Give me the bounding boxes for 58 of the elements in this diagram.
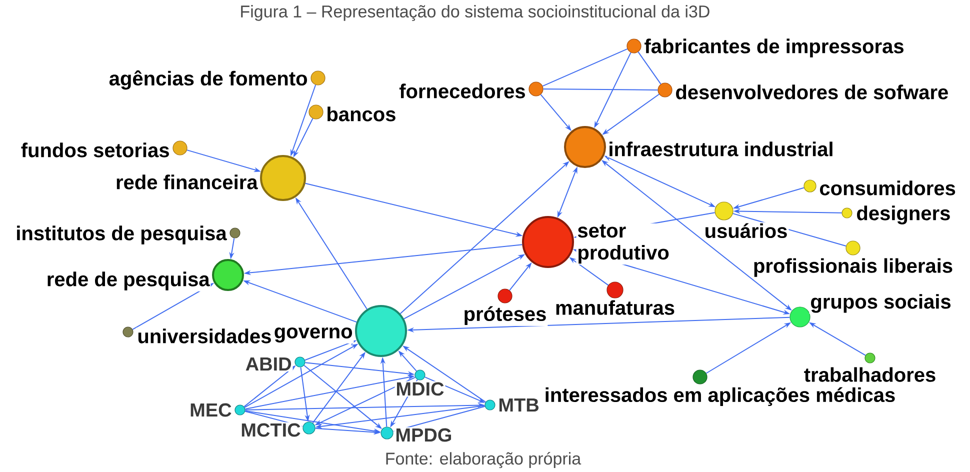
network-node (528, 82, 544, 96)
figure-title: Figura 1 – Representação do sistema socioinstitucional da i3D (241, 5, 710, 21)
node-label: bancos (325, 106, 398, 122)
node-label: manufaturas (554, 299, 676, 316)
node-label: fabricantes de impressoras (643, 38, 906, 58)
network-node (380, 426, 394, 440)
node-label: setor produtivo (576, 223, 670, 265)
node-label: MCTIC (240, 422, 302, 438)
network-node (260, 155, 306, 201)
node-label: próteses (462, 305, 548, 326)
network-node (310, 70, 326, 86)
node-label: interessados em aplicações médicas (543, 386, 897, 408)
node-label: grupos sociais (809, 293, 952, 314)
node-label: MDIC (394, 381, 446, 397)
node-label: usuários (703, 222, 789, 240)
node-label: profissionais liberais (752, 257, 954, 278)
network-node (864, 352, 876, 364)
node-label: universidades (136, 328, 273, 344)
network-node (308, 104, 324, 120)
network-node (790, 306, 810, 328)
network-node (804, 180, 816, 192)
network-node (414, 370, 426, 380)
node-label: infraestrutura industrial (607, 140, 835, 158)
node-label: agências de fomento (108, 69, 309, 91)
network-node (606, 282, 624, 298)
network-node (846, 240, 860, 256)
network-node (626, 38, 642, 54)
node-label: MEC (188, 402, 233, 418)
network-node (842, 208, 852, 218)
network-node (564, 126, 606, 168)
network-node (302, 422, 316, 434)
network-node (172, 140, 188, 156)
network-node (355, 305, 407, 357)
network-node (212, 259, 244, 291)
node-label: rede de pesquisa (45, 270, 211, 292)
node-label: MPDG (394, 427, 454, 443)
node-label: consumidores (818, 180, 957, 196)
node-label: trabalhadores (802, 366, 938, 383)
network-node (484, 400, 496, 410)
node-label: institutos de pesquisa (14, 224, 228, 246)
node-label: fundos setorias (20, 142, 171, 158)
network-node (294, 356, 306, 368)
network-node (498, 288, 512, 304)
network-node (522, 216, 574, 268)
network-node (234, 404, 246, 416)
node-label: governo (272, 326, 354, 344)
network-node (714, 202, 734, 220)
node-label: fornecedores (398, 82, 527, 100)
network-node (658, 82, 672, 98)
node-label: ABID (244, 356, 293, 372)
node-label: MTB (497, 397, 540, 413)
network-node (692, 370, 708, 384)
source-note: Fonte: elaboração própria (386, 452, 582, 468)
node-label: designers (855, 204, 952, 226)
node-label: desenvolvedores de sofware (674, 84, 950, 100)
network-node (122, 326, 134, 338)
node-label: rede financeira (114, 174, 259, 190)
network-node (230, 228, 240, 238)
